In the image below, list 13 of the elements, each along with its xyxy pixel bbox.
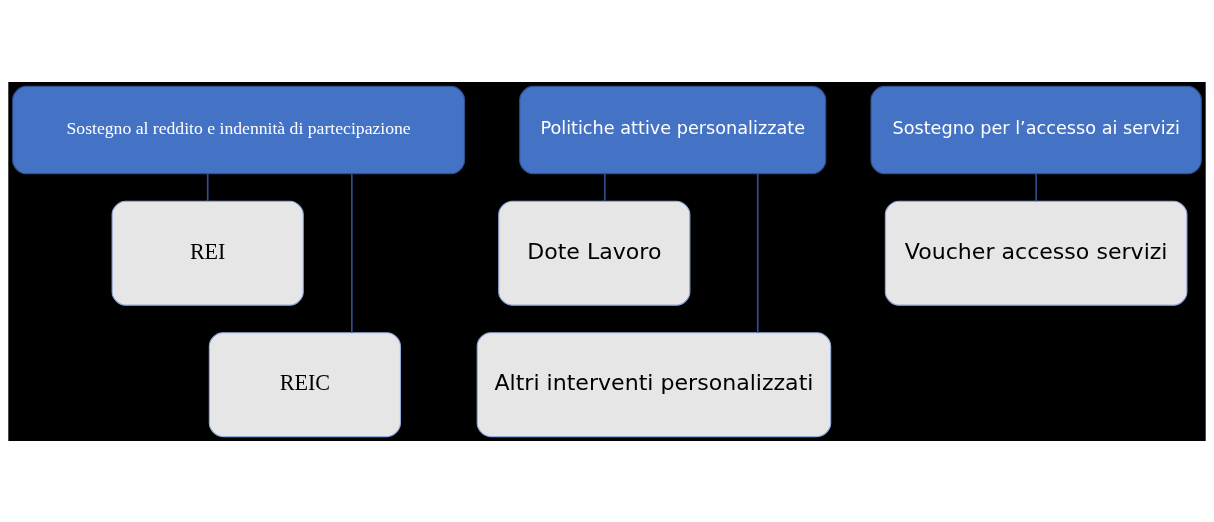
node-box: REI [111,200,304,306]
node-box: Politiche attive personalizzate [519,85,827,174]
node-box: Sostegno per l’accesso ai servizi [870,85,1202,174]
node-box: Dote Lavoro [498,200,691,306]
node-box: REIC [208,331,401,437]
connector [351,172,353,333]
connector [1035,172,1037,202]
node-box: Altri interventi personalizzati [476,331,832,437]
node-box: Sostegno al reddito e indennità di partecipazione [12,85,466,174]
connector [603,172,606,202]
connector [206,172,209,202]
node-box: Voucher accesso servizi [884,200,1188,306]
connector [756,172,759,333]
